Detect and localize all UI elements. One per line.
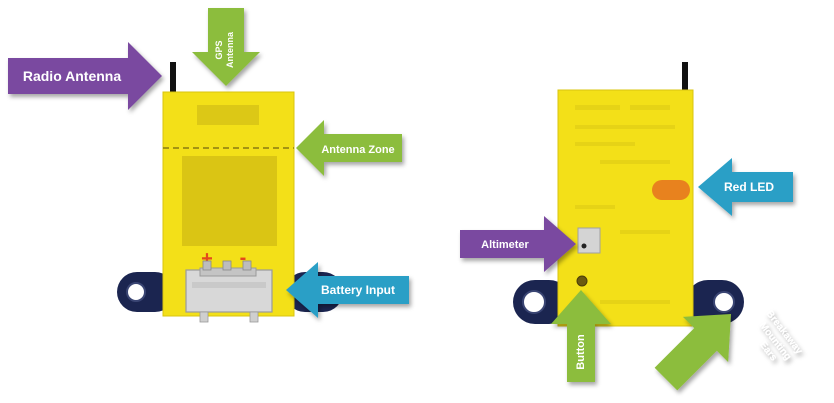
altimeter-chip	[577, 227, 601, 254]
gps-antenna-callout: GPS Antenna	[192, 8, 260, 86]
antenna-zone-callout: Antenna Zone	[296, 120, 402, 176]
button-callout: Button	[551, 290, 611, 382]
gps-module	[197, 105, 259, 125]
altimeter-callout: Altimeter	[460, 216, 576, 272]
silkscreen-marks	[575, 105, 675, 304]
red-led-label: Red LED	[724, 180, 774, 194]
battery-connector	[185, 260, 273, 323]
mounting-hole-left	[126, 282, 146, 302]
radio-antenna-label: Radio Antenna	[23, 68, 121, 84]
push-button	[576, 275, 588, 287]
radio-antenna-callout: Radio Antenna	[8, 42, 162, 110]
main-module	[182, 156, 277, 246]
gps-antenna-label-line1: GPS	[214, 40, 224, 59]
altimeter-label: Altimeter	[481, 239, 529, 251]
gps-antenna-label-line2: Antenna	[225, 31, 235, 68]
mounting-hole-back-right	[713, 291, 735, 313]
altimeter-dot	[581, 243, 587, 249]
radio-antenna-wire-back	[682, 62, 688, 106]
battery-input-label: Battery Input	[321, 283, 395, 297]
minus-marker: -	[240, 247, 247, 269]
board-back	[513, 62, 744, 327]
breakaway-ears-callout: Breakaway Mounting Ears	[654, 308, 805, 391]
mounting-hole-back-left	[522, 290, 546, 314]
radio-antenna-wire	[170, 62, 176, 94]
red-led	[652, 180, 690, 200]
plus-marker: +	[201, 248, 213, 270]
button-label: Button	[575, 334, 587, 370]
red-led-callout: Red LED	[698, 158, 793, 216]
battery-input-callout: Battery Input	[286, 262, 409, 318]
antenna-zone-label: Antenna Zone	[321, 144, 394, 156]
